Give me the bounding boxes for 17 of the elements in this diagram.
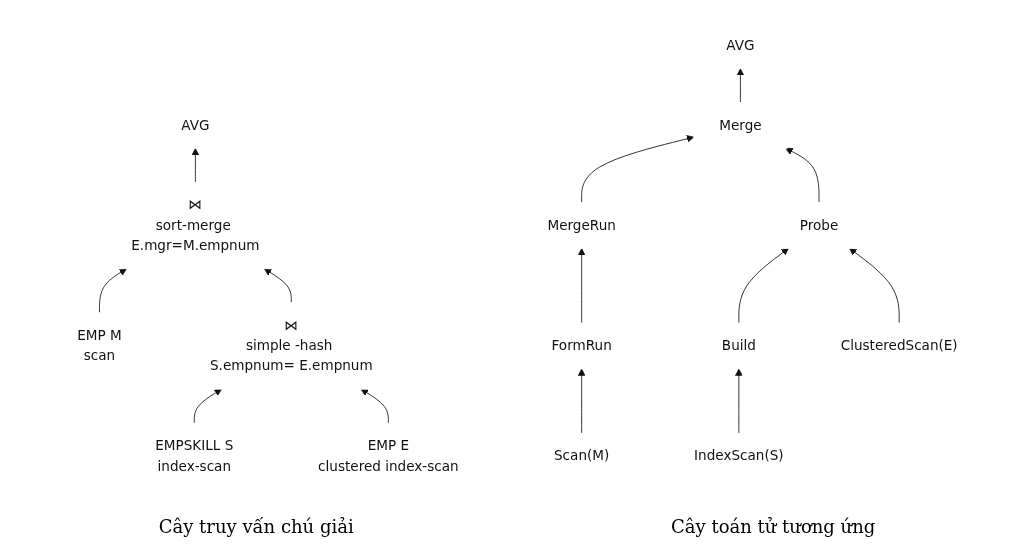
node-text: MergeRun (547, 216, 616, 234)
node-text: EMPSKILL S index-scan (154, 437, 233, 474)
caption-text: Cây toán tử tương ứng (671, 516, 876, 537)
node-text: FormRun (551, 337, 612, 354)
node-text: AVG (180, 116, 210, 134)
node-text: AVG (725, 37, 755, 54)
node-text: Merge (718, 116, 762, 134)
node-text: Probe (799, 216, 838, 234)
node-text: IndexScan(S) (693, 447, 784, 464)
node-text: ⋈ sort-merge E.mgr=M.empnum (130, 196, 260, 254)
node-text: Build (721, 337, 756, 354)
node-text: EMP M scan (76, 327, 122, 364)
caption-text: Cây truy vấn chú giải (158, 516, 354, 537)
node-text: ⋈ simple -hash S.empnum= E.empnum (209, 317, 373, 374)
node-text: EMP E clustered index-scan (317, 437, 459, 474)
node-text: ClusteredScan(E) (840, 337, 958, 354)
node-text: Scan(M) (553, 447, 609, 464)
